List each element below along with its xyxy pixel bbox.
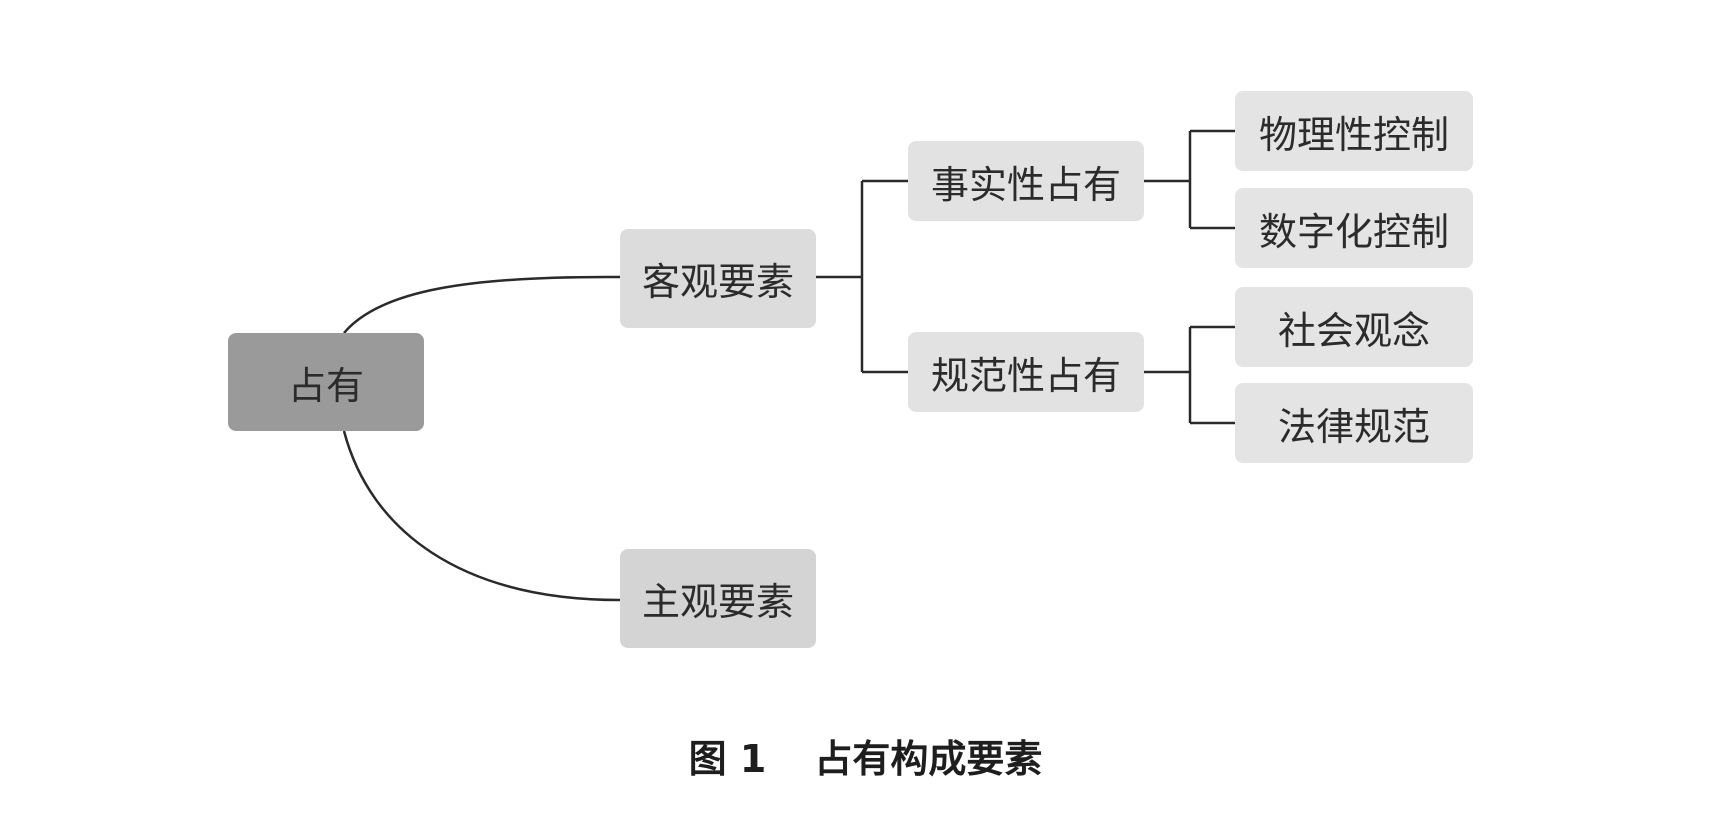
node-objective-element: 客观要素 [620, 229, 816, 328]
figure-caption: 图 1 占有构成要素 [0, 728, 1731, 783]
figure-title: 占有构成要素 [814, 737, 1043, 781]
node-physical-control: 物理性控制 [1235, 91, 1473, 171]
node-normative-possession: 规范性占有 [908, 332, 1144, 412]
node-factual-possession: 事实性占有 [908, 141, 1144, 221]
connector-normative-branch [1144, 325, 1235, 425]
connector-factual-branch [1144, 129, 1235, 230]
node-digital-control: 数字化控制 [1235, 188, 1473, 268]
connector-root-subjective [342, 430, 621, 602]
figure-label: 图 1 [688, 737, 767, 781]
node-legal-norm: 法律规范 [1235, 383, 1473, 463]
node-possession: 占有 [228, 333, 424, 431]
node-social-concept: 社会观念 [1235, 287, 1473, 367]
connector-root-objective [343, 275, 621, 334]
node-subjective-element: 主观要素 [620, 549, 816, 648]
connector-objective-branch [816, 179, 908, 374]
